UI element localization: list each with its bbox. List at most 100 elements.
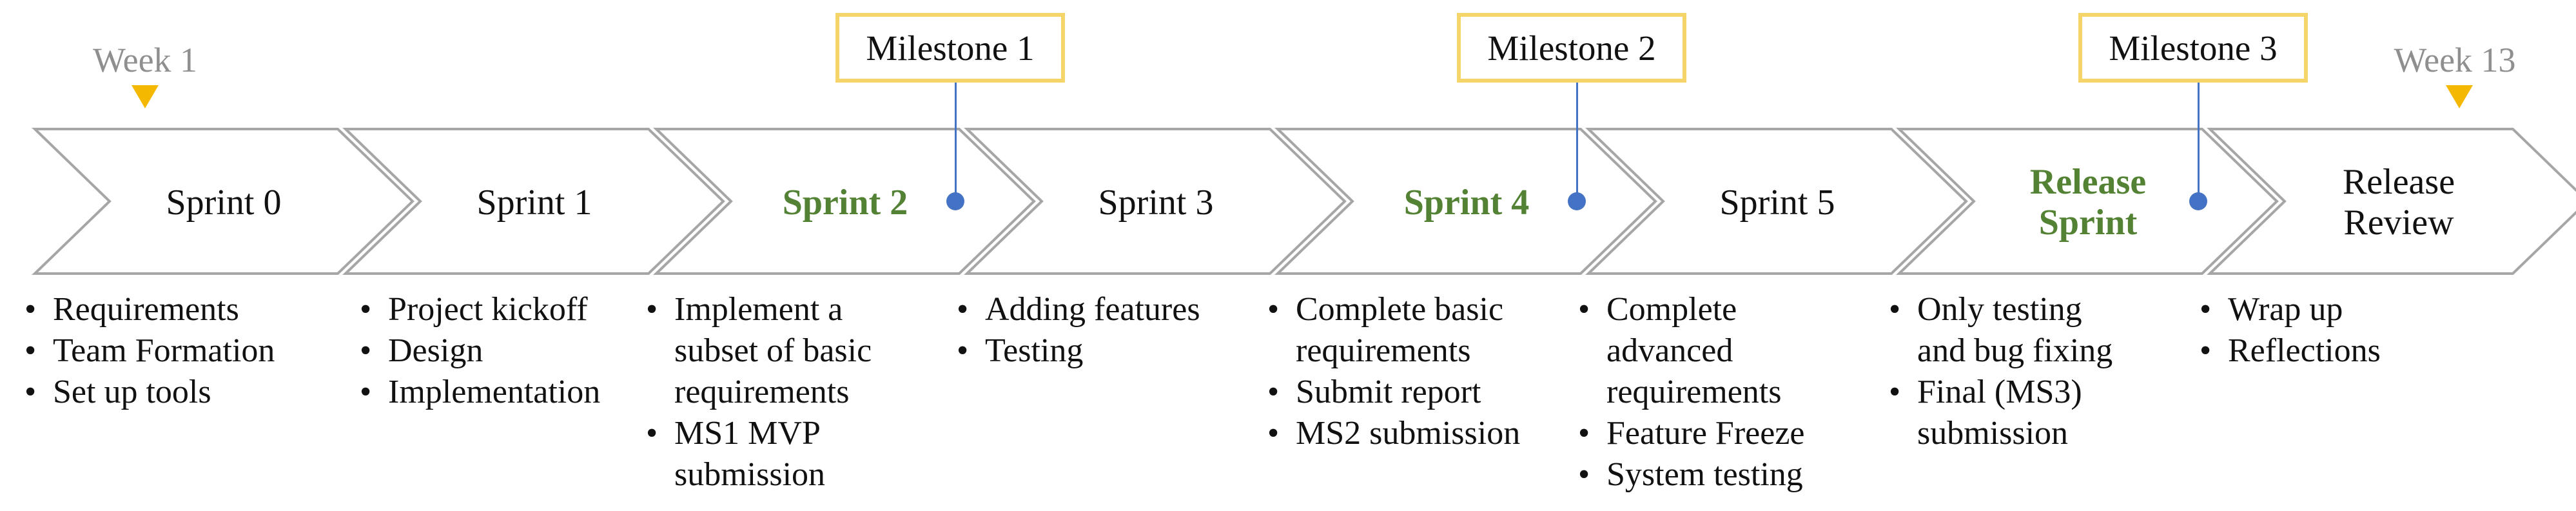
milestone-label: Milestone 2	[1487, 28, 1656, 68]
task-item: • MS2 submission	[1267, 413, 1572, 454]
sprint-label-2: Sprint 2	[782, 182, 908, 223]
bullet-icon: •	[360, 291, 372, 328]
bullet-icon: •	[1578, 291, 1590, 328]
milestone-dot-icon	[1568, 192, 1586, 210]
bullet-icon: •	[1267, 415, 1280, 452]
task-text: Set up tools	[53, 374, 211, 410]
milestone-box-1: Milestone 1	[835, 13, 1065, 83]
task-text: Submit report	[1296, 374, 1481, 410]
task-item: • Project kickoff	[360, 289, 664, 330]
task-list-0: • Requirements • Team Formation • Set up tool…	[24, 289, 329, 413]
task-text: Design	[388, 332, 483, 369]
task-list-7: • Wrap up • Reflections	[2200, 289, 2504, 372]
bullet-icon: •	[1267, 291, 1280, 328]
bullet-icon: •	[360, 374, 372, 410]
sprint-label-1: Sprint 1	[476, 182, 592, 223]
task-item: • System testing	[1578, 454, 1882, 496]
task-text: Feature Freeze	[1606, 415, 1805, 452]
task-text: Final (MS3)submission	[1917, 374, 2082, 452]
task-item: • Implementation	[360, 372, 664, 413]
task-item: • Feature Freeze	[1578, 413, 1882, 454]
task-text: MS2 submission	[1296, 415, 1521, 452]
milestone-dot-icon	[946, 192, 964, 210]
bullet-icon: •	[24, 374, 37, 410]
bullet-icon: •	[1889, 374, 1901, 410]
sprint-label-0: Sprint 0	[166, 182, 282, 223]
task-item: • Reflections	[2200, 330, 2504, 372]
bullet-icon: •	[2200, 332, 2212, 369]
task-list-3: • Adding features • Testing	[957, 289, 1261, 372]
task-item: • Submit report	[1267, 372, 1572, 413]
bullet-icon: •	[1889, 291, 1901, 328]
bullet-icon: •	[1267, 374, 1280, 410]
task-item: • Wrap up	[2200, 289, 2504, 330]
task-text: Wrap up	[2228, 291, 2343, 328]
task-item: • Set up tools	[24, 372, 329, 413]
task-text: Team Formation	[53, 332, 275, 369]
milestone-connector-2	[1576, 83, 1578, 201]
task-text: Project kickoff	[388, 291, 588, 328]
bullet-icon: •	[24, 332, 37, 369]
task-text: Testing	[985, 332, 1084, 369]
sprint-chevron-3	[964, 128, 1347, 275]
sprint-label-3: Sprint 3	[1098, 182, 1214, 223]
sprint-chevron-6	[1896, 128, 2279, 275]
week-start-label: Week 1	[92, 41, 198, 79]
sprint-chevron-1	[342, 128, 725, 275]
milestone-connector-1	[955, 83, 957, 201]
sprint-chevron-7	[2207, 128, 2576, 275]
milestone-label: Milestone 3	[2109, 28, 2278, 68]
task-text: Implementation	[388, 374, 601, 410]
task-text: Reflections	[2228, 332, 2381, 369]
bullet-icon: •	[2200, 291, 2212, 328]
task-item: • Testing	[957, 330, 1261, 372]
sprint-label-5: Sprint 5	[1719, 182, 1835, 223]
task-item: • Adding features	[957, 289, 1261, 330]
task-text: Requirements	[53, 291, 239, 328]
bullet-icon: •	[360, 332, 372, 369]
sprint-chevron-0	[32, 128, 415, 275]
sprint-chevron-5	[1585, 128, 1968, 275]
week-end-label: Week 13	[2394, 41, 2516, 79]
bullet-icon: •	[957, 332, 969, 369]
milestone-label: Milestone 1	[866, 28, 1035, 68]
bullet-icon: •	[1578, 415, 1590, 452]
milestone-box-3: Milestone 3	[2078, 13, 2308, 83]
milestone-connector-3	[2198, 83, 2200, 201]
week-end-marker-icon	[2446, 85, 2473, 108]
bullet-icon: •	[957, 291, 969, 328]
week-start-marker-icon	[132, 85, 159, 108]
task-text: System testing	[1606, 456, 1803, 493]
bullet-icon: •	[1578, 456, 1590, 493]
sprint-label-4: Sprint 4	[1403, 182, 1530, 223]
task-text: Adding features	[985, 291, 1200, 328]
sprint-chevron-2	[653, 128, 1036, 275]
task-item: • Requirements	[24, 289, 329, 330]
bullet-icon: •	[24, 291, 37, 328]
bullet-icon: •	[646, 291, 658, 328]
task-item: • Design	[360, 330, 664, 372]
task-item: • Team Formation	[24, 330, 329, 372]
task-item: • Final (MS3)submission	[1889, 372, 2193, 454]
sprint-chevron-4	[1274, 128, 1657, 275]
milestone-dot-icon	[2189, 192, 2207, 210]
bullet-icon: •	[646, 415, 658, 452]
